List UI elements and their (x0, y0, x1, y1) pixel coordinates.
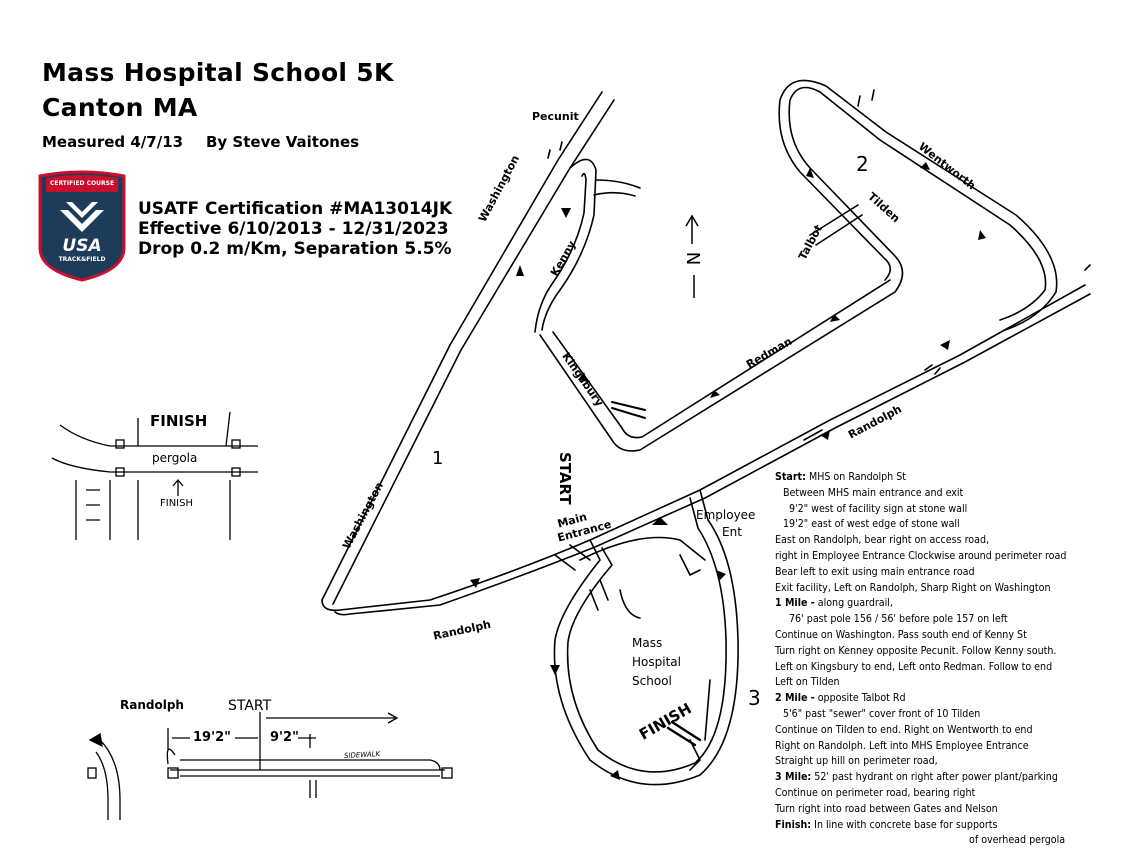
mile-marker-3: 3 (748, 686, 761, 710)
north-arrow-icon (685, 214, 699, 298)
direction-line: Exit facility, Left on Randolph, Sharp R… (775, 581, 1051, 594)
direction-line: Continue on perimeter road, bearing righ… (775, 786, 976, 799)
perimeter-road (553, 489, 739, 786)
employee-ent-label-2: Ent (722, 525, 742, 539)
direction-line: 2 Mile - opposite Talbot Rd (775, 692, 906, 705)
direction-line: 3 Mile: 52' past hydrant on right after … (775, 771, 1058, 784)
cert-number: USATF Certification #MA13014JK (138, 199, 453, 219)
direction-line: 9'2" west of facility sign at stone wall (789, 502, 968, 515)
direction-line: of overhead pergola (969, 834, 1066, 847)
badge-shield-icon (38, 170, 126, 282)
direction-line: Right on Randolph. Left into MHS Employe… (775, 739, 1029, 752)
inset-distance-9ft: 9'2" (270, 730, 299, 745)
inset-start-label: START (228, 698, 272, 714)
direction-line: 76' past pole 156 / 56' before pole 157 … (789, 613, 1008, 626)
north-label: N (682, 251, 704, 266)
mile-marker-1: 1 (432, 448, 444, 469)
direction-line: Turn right on Kenney opposite Pecunit. F… (775, 644, 1057, 657)
cert-drop: Drop 0.2 m/Km, Separation 5.5% (138, 239, 452, 259)
school-label-3: School (632, 674, 672, 688)
start-label: START (556, 452, 574, 505)
tilden-wentworth-loop (778, 79, 1058, 331)
mile-marker-2: 2 (856, 152, 869, 176)
direction-line: Turn right into road between Gates and N… (775, 802, 998, 815)
washington-road (321, 91, 615, 605)
direction-line: 1 Mile - along guardrail, (775, 597, 893, 610)
direction-line: Between MHS main entrance and exit (783, 486, 964, 499)
measured-date: Measured 4/7/13 (42, 133, 184, 151)
randolph-road (321, 284, 1086, 612)
direction-line: Left on Tilden (775, 676, 840, 689)
inset-randolph-label: Randolph (120, 698, 184, 712)
course-directions: Start: MHS on Randolph St Between MHS ma… (775, 470, 1125, 849)
finish-inset-drawing (51, 411, 258, 540)
school-label-2: Hospital (632, 655, 681, 669)
direction-line: Continue on Tilden to end. Right on Went… (775, 723, 1033, 736)
start-inset-drawing (87, 712, 453, 820)
direction-line: right in Employee Entrance Clockwise aro… (775, 549, 1067, 562)
inset-distance-19ft: 19'2" (193, 730, 231, 745)
direction-line: Bear left to exit using main entrance ro… (775, 565, 975, 578)
course-arrows (470, 162, 986, 780)
employee-ent-label-1: Employee (696, 508, 756, 522)
direction-line: East on Randolph, bear right on access r… (775, 534, 990, 547)
direction-line: Start: MHS on Randolph St (775, 471, 907, 483)
direction-line: Finish: In line with concrete base for s… (775, 818, 998, 831)
inset-finish-small: FINISH (160, 498, 193, 509)
kenny-road (534, 158, 597, 333)
redman-road (611, 279, 896, 452)
inset-finish-title: FINISH (150, 412, 208, 430)
direction-line: Straight up hill on perimeter road, (775, 755, 938, 768)
measurer-name: By Steve Vaitones (206, 133, 360, 151)
school-label-1: Mass (632, 636, 663, 650)
street-label-pecunit: Pecunit (532, 110, 579, 123)
direction-line: Continue on Washington. Pass south end o… (775, 628, 1027, 641)
badge-top-text: CERTIFIED COURSE (49, 180, 115, 187)
direction-line: 19'2" east of west edge of stone wall (783, 518, 960, 531)
usatf-badge: CERTIFIED COURSE USA TRACK&FIELD (36, 170, 128, 282)
direction-line: Left on Kingsbury to end, Left onto Redm… (775, 660, 1053, 673)
badge-brand: USA (62, 236, 102, 256)
map-title-line1: Mass Hospital School 5K (42, 58, 394, 87)
map-title-line2: Canton MA (42, 93, 198, 122)
badge-sub: TRACK&FIELD (58, 256, 106, 263)
kingsbury-road (539, 331, 623, 441)
direction-line: 5'6" past "sewer" cover front of 10 Tild… (783, 707, 981, 720)
inset-pergola-label: pergola (152, 451, 198, 465)
cert-effective: Effective 6/10/2013 - 12/31/2023 (138, 219, 449, 239)
